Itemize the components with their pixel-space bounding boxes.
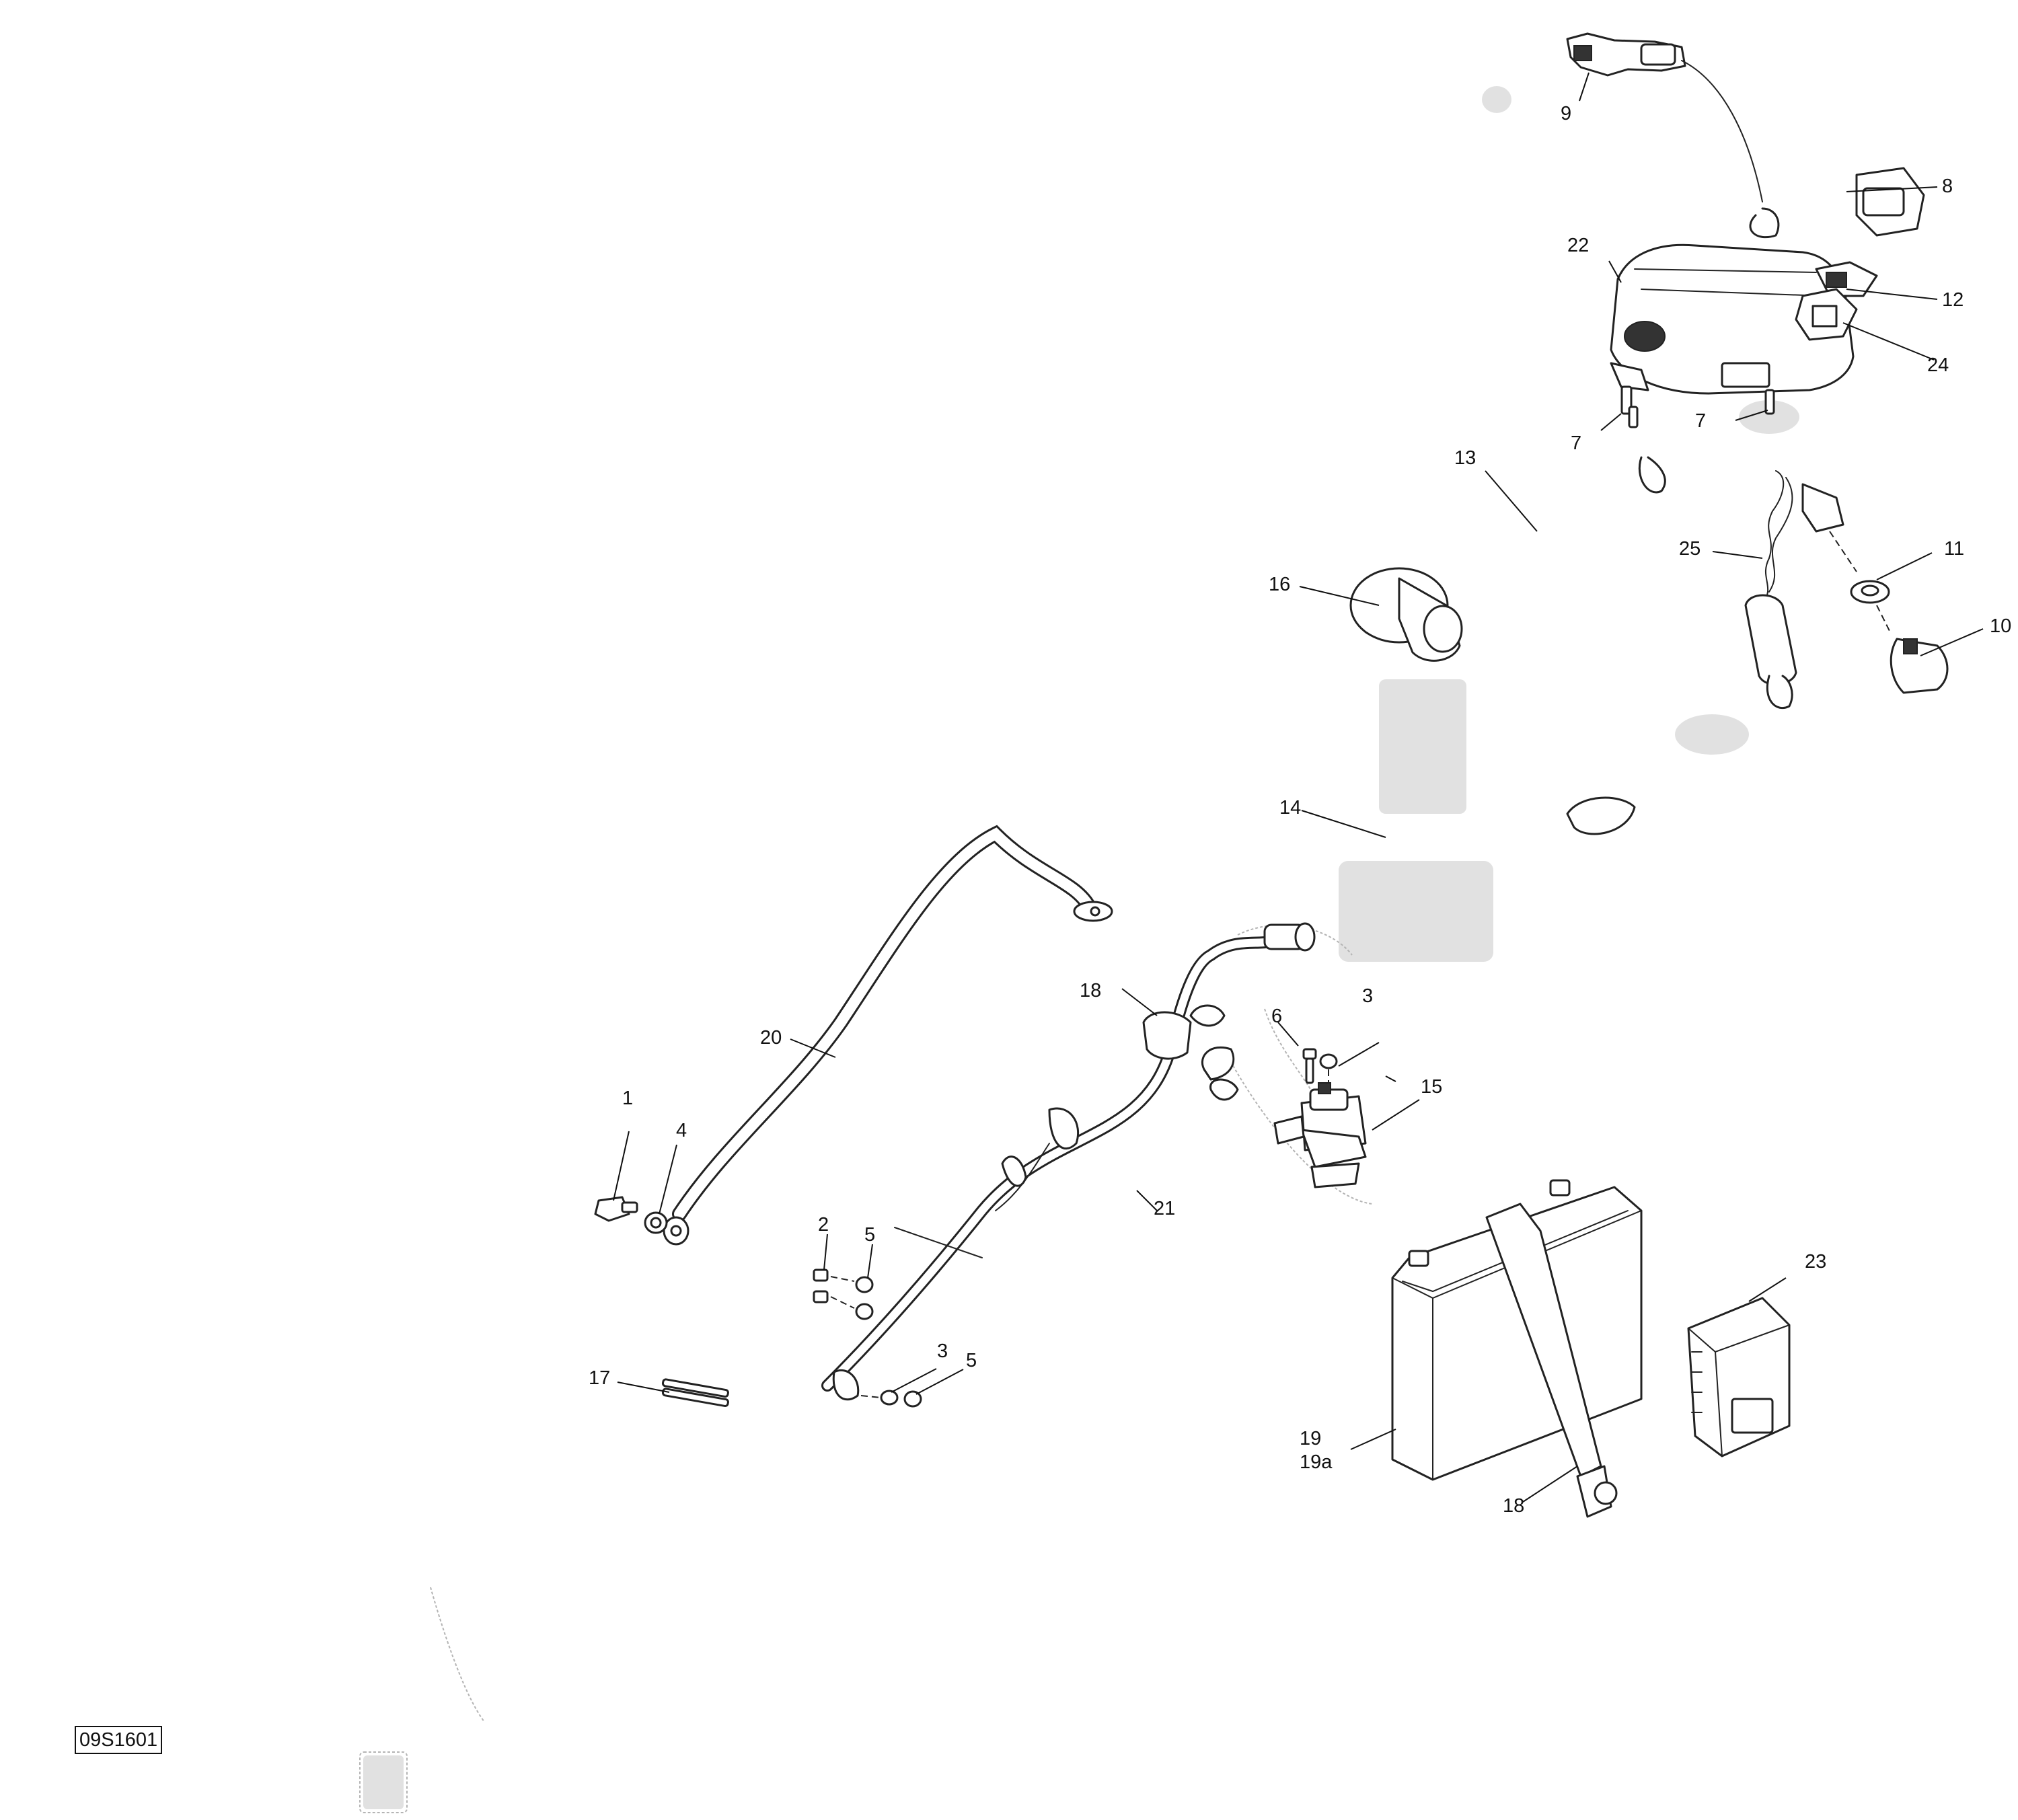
part-17-battery-strap (1485, 1203, 1618, 1518)
callout-18-upper: 18 (1080, 980, 1101, 1001)
callout-25: 25 (1679, 538, 1701, 560)
part-5-washers (855, 1276, 922, 1408)
callout-10: 10 (1990, 615, 2011, 637)
dashed-line-tether (1829, 531, 1857, 572)
small-clip (1638, 456, 1666, 494)
callout-13: 13 (1454, 447, 1476, 469)
part-11-nut (1850, 580, 1890, 604)
loop-wire (1566, 796, 1636, 835)
callout-5-upper: 5 (864, 1224, 875, 1246)
callout-6: 6 (1271, 1006, 1282, 1027)
part-2-screws (813, 1268, 829, 1303)
callout-22: 22 (1567, 235, 1589, 256)
diagram-reference-code: 09S1601 (75, 1726, 163, 1754)
part-16-grommet (1349, 567, 1463, 662)
part-9-sensor (1566, 32, 1763, 202)
part-8-switch (1749, 167, 1925, 239)
part-23-regulator (1687, 1297, 1791, 1457)
callout-5-lower: 5 (966, 1350, 977, 1371)
callout-15: 15 (1421, 1076, 1442, 1098)
callout-labels: 9 8 22 12 24 7 7 13 25 11 10 16 14 18 20… (589, 103, 2011, 1517)
part-10-key-switch (1890, 638, 1949, 694)
part-18-tie-wrap (661, 1378, 729, 1407)
part-20-positive-cable (663, 825, 1113, 1246)
callout-7-right: 7 (1695, 410, 1706, 432)
callout-23: 23 (1805, 1251, 1826, 1273)
callout-3-upper: 3 (1362, 985, 1373, 1007)
callout-17: 18 (1503, 1495, 1524, 1517)
callout-16: 16 (1269, 574, 1290, 595)
callout-9: 9 (1561, 103, 1571, 124)
part-22-cluster (1610, 243, 1855, 395)
callout-2: 2 (818, 1214, 829, 1236)
part-7-screw-right (1764, 389, 1775, 415)
callout-24: 24 (1927, 354, 1949, 376)
callout-8: 8 (1942, 176, 1953, 197)
callout-1: 1 (622, 1088, 633, 1109)
callout-12: 12 (1942, 289, 1964, 311)
callout-7-left: 7 (1571, 432, 1581, 454)
callout-21: 21 (1154, 1198, 1175, 1219)
part-25-tether-cord (1744, 470, 1844, 710)
part-7-screw-left (1620, 385, 1639, 428)
part-1-bolt (594, 1196, 638, 1222)
callout-3-lower: 3 (937, 1340, 948, 1362)
callout-11: 11 (1944, 538, 1964, 560)
part-21-harness (821, 922, 1316, 1401)
part-24-bracket (1795, 288, 1858, 341)
dashed-line-key (1876, 605, 1891, 633)
callout-20: 20 (760, 1027, 782, 1049)
callout-18-lower: 17 (589, 1367, 610, 1389)
part-4-washer (644, 1211, 668, 1234)
callout-19a: 19a (1300, 1451, 1333, 1473)
part-18-clamp (1142, 1004, 1239, 1101)
part-3-nuts (880, 1053, 1338, 1406)
callout-4: 4 (676, 1120, 687, 1141)
part-15-starter-solenoid (1273, 1082, 1367, 1188)
leader-lines (613, 72, 1984, 1503)
part-6-screw (1302, 1048, 1317, 1084)
callout-19: 19 (1300, 1428, 1321, 1449)
dashed-line-hardware (830, 1276, 882, 1398)
callout-14: 14 (1279, 797, 1301, 819)
background-context (359, 86, 1799, 1813)
